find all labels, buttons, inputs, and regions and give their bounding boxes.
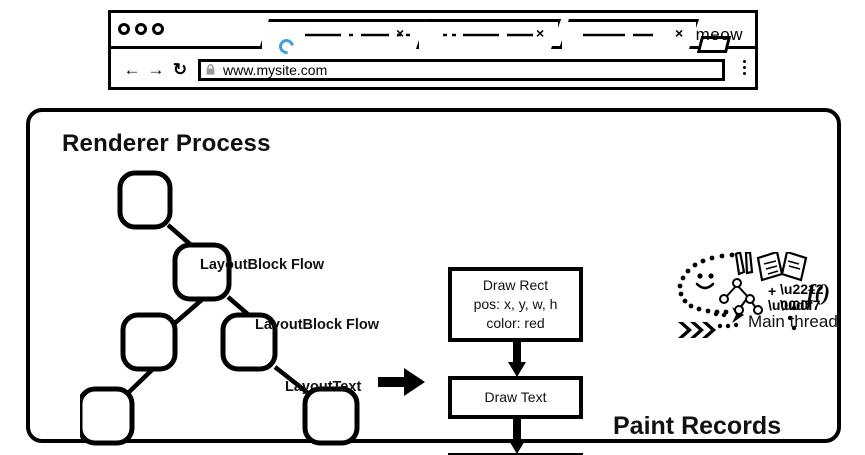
tree-node-b	[120, 312, 178, 372]
tree-node-c	[220, 312, 278, 372]
url-input[interactable]: www.mysite.com	[198, 58, 725, 81]
window-controls	[118, 23, 164, 35]
main-thread-illustration: + \u2212 \u00d7 \u00f7 f()	[677, 252, 830, 338]
page-title: Renderer Process	[62, 130, 271, 157]
paint-record-draw-rect-blue: Draw Rect pos: x, y, w, h color: blue	[448, 453, 583, 455]
window-dot-maximize-icon[interactable]	[152, 23, 164, 35]
paint-record-draw-rect-red: Draw Rect pos: x, y, w, h color: red	[448, 267, 583, 342]
browser-toolbar: ← → ↻ www.mysite.com	[111, 49, 755, 90]
kebab-dot	[743, 66, 746, 69]
paint-record-line: Draw Rect	[482, 277, 549, 293]
tree-graph-icon	[719, 278, 763, 315]
smiley-face-icon	[677, 252, 735, 315]
flow-arrow-right-icon	[378, 368, 425, 396]
svg-text:\u00d7: \u00d7	[768, 297, 813, 313]
tree-node-d	[80, 386, 135, 446]
paint-flow-arrow-down-icon	[508, 342, 526, 377]
paint-record-line: pos: x, y, w, h	[473, 296, 558, 312]
tab-2-close-icon[interactable]: ×	[536, 25, 545, 41]
back-icon[interactable]: ←	[123, 59, 141, 79]
tree-node-a	[172, 242, 232, 302]
function-icon: f()	[807, 280, 830, 305]
open-book-icon	[756, 252, 808, 282]
url-text: www.mysite.com	[223, 61, 328, 78]
paint-record-draw-text: Draw Text	[448, 376, 583, 419]
motion-chevrons-icon	[678, 322, 716, 338]
layout-tree-diagram	[80, 170, 360, 446]
pencils-icon	[734, 252, 754, 276]
window-dot-close-icon[interactable]	[118, 23, 130, 35]
tree-label-layout-block-flow-1: LayoutBlock Flow	[200, 257, 325, 273]
paint-record-line: Draw Text	[484, 389, 547, 405]
browser-brand-label: meow	[695, 25, 743, 44]
svg-text:f(): f()	[807, 280, 830, 305]
tab-1-close-icon[interactable]: ×	[396, 25, 405, 41]
browser-window: × × × meow ← → ↻	[108, 10, 758, 90]
dotted-pointer-icon	[713, 307, 744, 329]
svg-text:+: +	[768, 283, 776, 299]
renderer-process-panel: Renderer Process LayoutBlock Flow Layout…	[26, 108, 841, 455]
math-symbols-icon: + \u2212 \u00d7 \u00f7	[768, 281, 824, 331]
svg-text:\u00f7: \u00f7	[780, 297, 821, 313]
paint-records-title: Paint Records	[613, 412, 782, 440]
tab-strip: × × × meow	[111, 13, 755, 57]
tree-edge-c-e	[273, 365, 310, 395]
reload-icon[interactable]: ↻	[172, 59, 188, 79]
tab-3-close-icon[interactable]: ×	[675, 25, 684, 41]
tree-label-layout-block-flow-2: LayoutBlock Flow	[255, 317, 380, 333]
kebab-dot	[743, 72, 746, 75]
forward-icon[interactable]: →	[147, 59, 165, 79]
svg-text:\u2212: \u2212	[780, 281, 824, 297]
browser-tab-3[interactable]	[559, 19, 699, 49]
paint-record-line: color: red	[486, 315, 545, 331]
kebab-menu-icon[interactable]	[743, 60, 746, 75]
tree-node-root	[117, 170, 173, 230]
lock-icon	[206, 64, 215, 75]
paint-flow-arrow-down-icon	[508, 419, 526, 454]
tree-label-layout-text: LayoutText	[285, 379, 362, 395]
main-thread-label: Main thread	[748, 312, 838, 331]
tree-node-e	[302, 386, 360, 446]
kebab-dot	[743, 60, 746, 63]
window-dot-minimize-icon[interactable]	[135, 23, 147, 35]
